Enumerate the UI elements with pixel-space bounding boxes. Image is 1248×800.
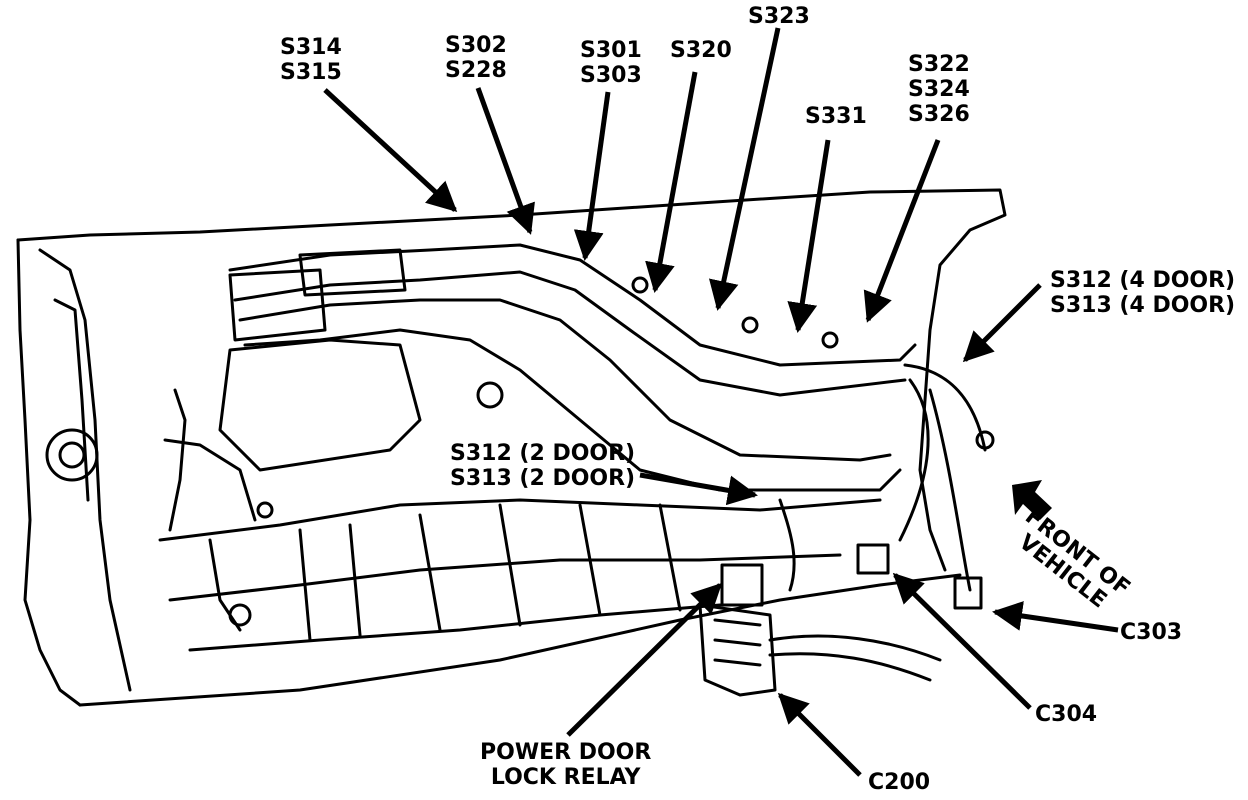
label-s320: S320 [670,38,732,63]
arrow-c303 [992,601,1119,633]
leader-arrows [323,27,1119,777]
label-s312-s313-4door: S312 (4 DOOR)S313 (4 DOOR) [1050,268,1236,318]
arrow-s331 [787,139,831,333]
label-c200: C200 [868,770,931,795]
arrow-power-door-lock-relay [566,582,723,737]
arrow-s322-s324-s326 [863,139,941,323]
label-s323: S323 [748,4,810,29]
arrow-s302-s228 [475,87,535,235]
arrow-s301-s303 [573,91,611,261]
arrow-c304 [892,572,1032,710]
arrow-s312-s313-2door [639,472,758,506]
arrow-s312-s313-4door [962,283,1042,363]
vehicle-body-illustration [16,188,1007,707]
front-arrow [1012,480,1052,520]
arrow-c200 [777,692,862,777]
arrow-s323 [708,27,781,311]
arrow-s314-s315 [323,88,458,213]
label-c304: C304 [1035,702,1098,727]
label-s331: S331 [805,104,867,129]
label-s312-s313-2door: S312 (2 DOOR)S313 (2 DOOR) [450,441,636,491]
arrow-s320 [645,71,698,293]
label-c303: C303 [1120,620,1183,645]
